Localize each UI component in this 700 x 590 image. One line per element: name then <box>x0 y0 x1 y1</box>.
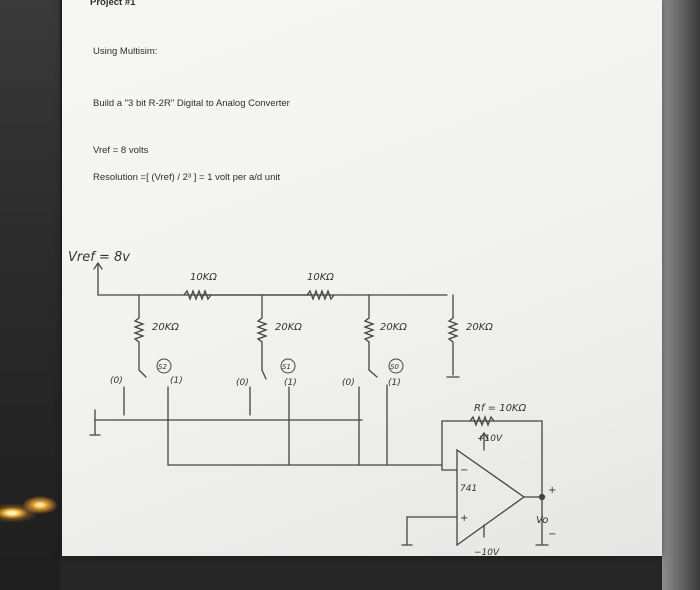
shunt-resistor-label-1: 20KΩ <box>152 322 179 333</box>
shunt-resistor-3 <box>363 294 375 371</box>
bit-tag-s2: S2 <box>158 363 167 371</box>
series-resistor-1 <box>183 289 212 301</box>
resolution-text: Resolution =[ (Vref) / 2³ ] = 1 volt per… <box>93 172 281 183</box>
light-glare <box>0 495 60 525</box>
bit-tag-s1: S1 <box>282 363 291 371</box>
switch-zero-label-3: (0) <box>342 378 355 388</box>
feedback-label: Rf = 10KΩ <box>474 403 526 414</box>
bit-tag-circle-s1 <box>280 358 296 374</box>
switch-blade-1 <box>138 369 147 378</box>
vref-arrow <box>93 261 103 270</box>
desk-background <box>0 0 60 590</box>
bit-tag-s0: S0 <box>390 363 399 371</box>
output-ground <box>535 496 549 546</box>
feedback-wire <box>441 420 543 498</box>
switch-one-label-3: (1) <box>388 378 401 388</box>
output-minus-label: − <box>548 529 556 540</box>
feedback-resistor <box>469 415 495 427</box>
opamp-label: 741 <box>460 484 477 494</box>
bit-tag-circle-s2 <box>156 358 172 374</box>
vref-text: Vref = 8 volts <box>93 145 149 156</box>
vref-label: Vref = 8v <box>68 250 130 265</box>
shunt-resistor-label-4: 20KΩ <box>466 322 493 333</box>
switch-blade-3 <box>368 369 378 378</box>
output-label: Vo <box>536 515 548 526</box>
opamp-triangle <box>456 448 526 547</box>
supply-neg-label: −10V <box>474 548 500 558</box>
r2r-dac-sketch: Vref = 8v 10KΩ 10KΩ 20KΩ 20KΩ 20KΩ 20KΩ … <box>68 250 556 558</box>
instruction-text: Using Multisim: <box>93 46 158 57</box>
series-resistor-label-1: 10KΩ <box>190 272 217 283</box>
document-page <box>62 0 662 556</box>
opamp-plus-label: + <box>460 513 468 524</box>
switch-zero-label-1: (0) <box>110 376 123 386</box>
project-title: Project #1 <box>90 0 136 8</box>
series-resistor-label-2: 10KΩ <box>307 272 334 283</box>
ground-symbol-left <box>89 409 101 436</box>
sheet-edge <box>662 0 700 590</box>
switch-lines-3 <box>358 384 388 466</box>
bit-tag-circle-s0 <box>388 358 404 374</box>
series-resistor-2 <box>306 289 335 301</box>
supply-pos-wire <box>479 431 489 451</box>
opamp-minus-label: − <box>460 465 468 476</box>
switch-lines-1 <box>123 386 169 466</box>
switch-one-label-2: (1) <box>284 378 297 388</box>
shunt-resistor-label-2: 20KΩ <box>275 322 302 333</box>
switch-blade-2 <box>261 369 267 380</box>
shunt-resistor-1 <box>133 294 145 371</box>
switch-lines-2 <box>249 386 290 466</box>
shunt-resistor-2 <box>256 294 268 371</box>
task-text: Build a "3 bit R-2R" Digital to Analog C… <box>93 98 290 109</box>
output-plus-label: + <box>548 485 556 496</box>
supply-pos-label: +10V <box>477 434 503 444</box>
switch-one-label-1: (1) <box>170 376 183 386</box>
shunt-resistor-label-3: 20KΩ <box>380 322 407 333</box>
shunt-resistor-4 <box>447 294 459 376</box>
noninverting-ground <box>401 516 458 546</box>
switch-zero-label-2: (0) <box>236 378 249 388</box>
